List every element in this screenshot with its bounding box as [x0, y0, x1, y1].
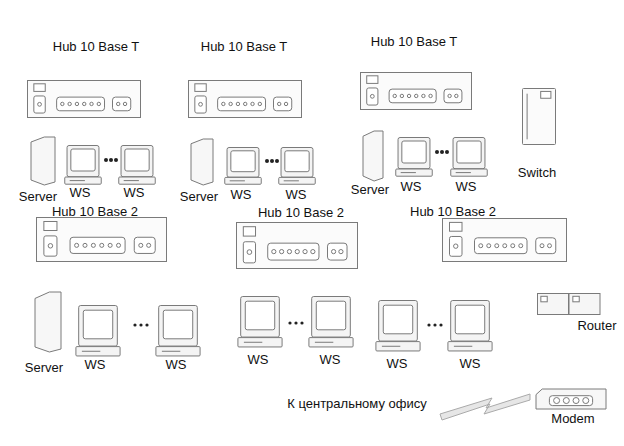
hub-device: Hub 10 Base 2: [36, 217, 167, 262]
device-label: Hub 10 Base T: [53, 39, 139, 55]
device-label: Switch: [518, 165, 556, 181]
device-label: Server: [180, 189, 218, 205]
router-device: Router: [537, 293, 601, 315]
device-icon: [36, 217, 167, 262]
device-label: Server: [19, 189, 57, 205]
device-icon: [237, 296, 283, 348]
device-label: Server: [351, 182, 389, 198]
device-icon: [537, 293, 601, 315]
device-icon: [30, 136, 56, 186]
device-icon: [155, 305, 201, 357]
hub-device: Hub 10 Base T: [360, 72, 472, 110]
device-label: WS: [401, 179, 422, 195]
workstation: WS: [375, 300, 421, 352]
device-label: WS: [460, 356, 481, 372]
workstation: WS: [278, 147, 316, 185]
device-label: WS: [286, 187, 307, 203]
workstation: WS: [395, 137, 433, 177]
workstation: WS: [118, 145, 156, 185]
workstation: WS: [450, 137, 488, 177]
lightning-link: [440, 394, 530, 420]
device-label: WS: [124, 185, 145, 201]
device-label: Hub 10 Base 2: [410, 204, 496, 220]
device-label: WS: [387, 356, 408, 372]
device-icon: [27, 80, 141, 118]
device-icon: [224, 147, 262, 185]
device-label: WS: [85, 357, 106, 373]
modem-device: Modem: [535, 388, 607, 410]
device-icon: [375, 300, 421, 352]
device-label: Hub 10 Base 2: [258, 205, 344, 221]
device-label: Hub 10 Base T: [201, 39, 287, 55]
device-label: WS: [231, 187, 252, 203]
device-label: Modem: [551, 411, 594, 427]
device-icon: [236, 222, 358, 269]
server-device: Server: [362, 130, 384, 182]
workstation: WS: [237, 296, 283, 348]
device-label: WS: [320, 352, 341, 368]
hub-device: Hub 10 Base 2: [442, 218, 567, 262]
device-icon: [188, 80, 302, 118]
server-device: Server: [34, 291, 62, 353]
device-icon: [360, 72, 472, 110]
hub-device: Hub 10 Base 2: [236, 222, 358, 269]
device-icon: [450, 137, 488, 177]
workstation: WS: [155, 305, 201, 357]
server-device: Server: [190, 138, 214, 186]
device-label: WS: [70, 185, 91, 201]
device-icon: [308, 296, 354, 348]
device-label: WS: [456, 179, 477, 195]
hub-device: Hub 10 Base T: [188, 80, 302, 118]
device-icon: [118, 145, 156, 185]
workstation: WS: [447, 300, 493, 352]
device-icon: [362, 130, 384, 182]
device-icon: [190, 138, 214, 186]
device-icon: [64, 145, 102, 185]
server-device: Server: [30, 136, 56, 186]
device-label: Router: [577, 318, 616, 334]
device-icon: [522, 88, 556, 145]
device-label: WS: [248, 352, 269, 368]
device-label: Hub 10 Base 2: [52, 204, 138, 220]
switch-device: Switch: [522, 88, 556, 145]
device-icon: [34, 291, 62, 353]
device-label: WS: [166, 357, 187, 373]
device-label: Server: [25, 360, 63, 376]
workstation: WS: [224, 147, 262, 185]
device-label: Hub 10 Base T: [371, 34, 457, 50]
device-icon: [442, 218, 567, 262]
hub-device: Hub 10 Base T: [27, 80, 141, 118]
note-label: К центральному офису: [287, 396, 426, 412]
device-icon: [447, 300, 493, 352]
workstation: WS: [75, 305, 121, 357]
device-icon: [75, 305, 121, 357]
device-icon: [535, 388, 607, 410]
device-icon: [395, 137, 433, 177]
device-icon: [278, 147, 316, 185]
workstation: WS: [308, 296, 354, 348]
workstation: WS: [64, 145, 102, 185]
